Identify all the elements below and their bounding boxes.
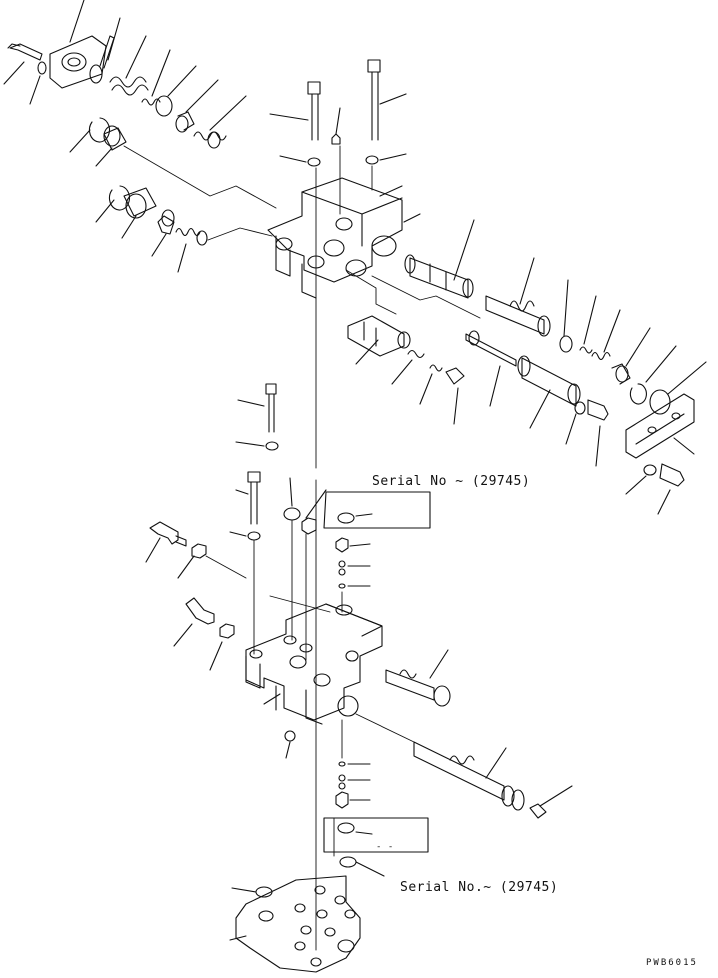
note-dash: - - bbox=[376, 842, 394, 852]
drawing-code: PWB6015 bbox=[646, 958, 698, 968]
lower-bottom-parts bbox=[333, 719, 385, 877]
serial-label-top: Serial No ~ (29745) bbox=[372, 474, 531, 489]
lower-bolts bbox=[229, 471, 327, 951]
serial-note-box-top bbox=[323, 491, 431, 529]
upper-right-spools bbox=[404, 219, 707, 415]
upper-left-parts bbox=[3, 0, 277, 273]
lower-valve-body bbox=[245, 603, 383, 725]
lower-small-parts bbox=[335, 537, 371, 613]
middle-bolt bbox=[235, 383, 279, 451]
lower-left-brackets bbox=[145, 521, 331, 671]
serial-label-bottom: Serial No.~ (29745) bbox=[400, 880, 559, 895]
serial-note-box-bottom bbox=[323, 817, 429, 853]
base-plate bbox=[229, 875, 361, 973]
lower-right-spools bbox=[284, 649, 573, 819]
middle-spools bbox=[345, 269, 609, 467]
upper-valve-body bbox=[267, 177, 421, 299]
cover-plate bbox=[625, 393, 695, 515]
upper-bolts bbox=[269, 59, 407, 469]
